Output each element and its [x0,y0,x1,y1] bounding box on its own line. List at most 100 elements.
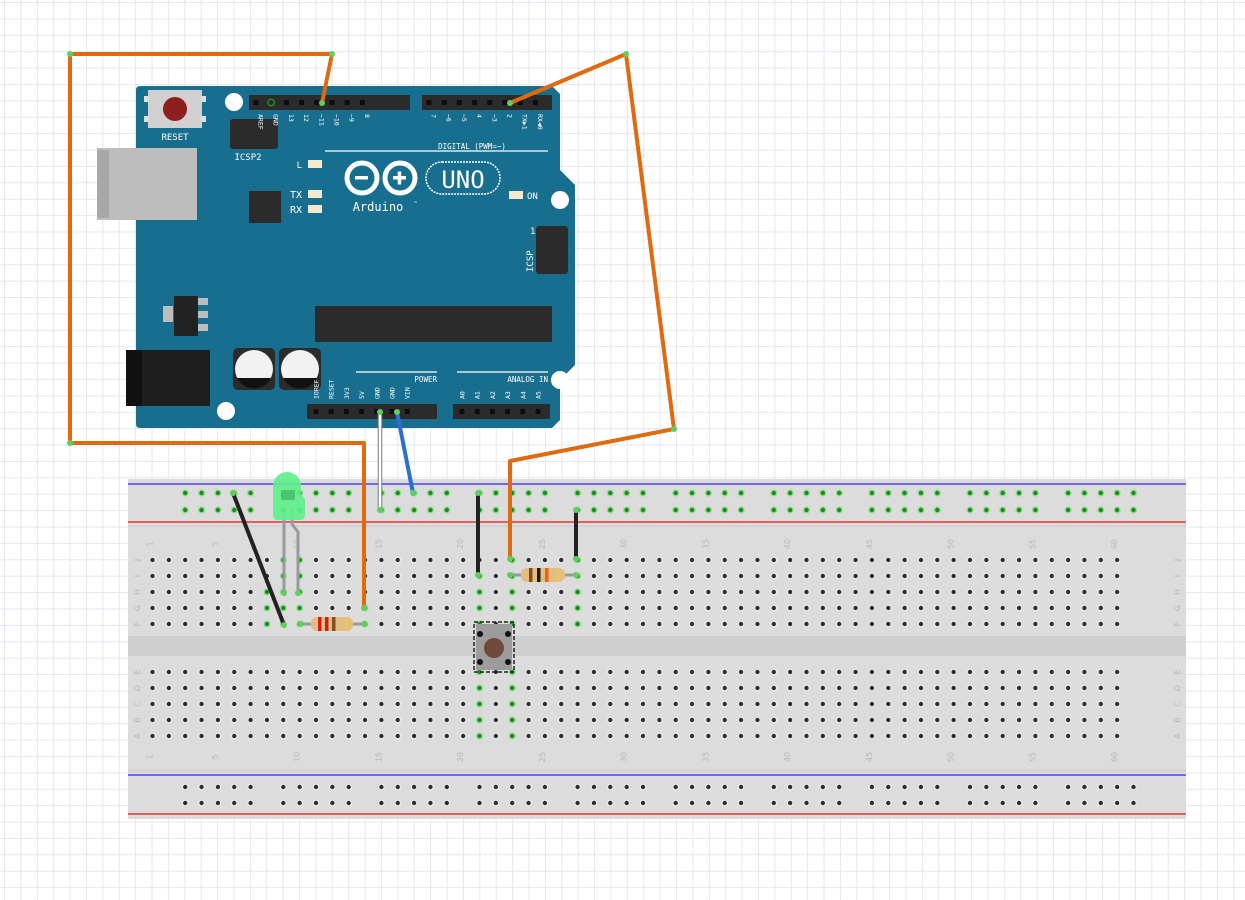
breadboard-hole[interactable] [459,668,467,676]
breadboard-hole[interactable] [1032,684,1039,692]
breadboard-hole[interactable] [247,620,254,628]
breadboard-hole[interactable] [754,732,761,740]
breadboard-hole[interactable] [296,684,303,692]
breadboard-hole[interactable] [1032,700,1039,708]
breadboard-hole[interactable] [378,556,385,564]
breadboard-hole[interactable] [885,668,892,676]
breadboard-hole[interactable] [198,700,205,708]
breadboard-hole[interactable] [1081,572,1088,580]
breadboard-hole[interactable] [623,572,630,580]
breadboard-hole[interactable] [836,604,843,612]
power-rail-hole[interactable] [231,783,238,791]
breadboard-hole[interactable] [623,588,630,596]
breadboard-hole[interactable] [182,588,189,596]
breadboard-hole[interactable] [754,604,761,612]
breadboard-hole[interactable] [754,556,761,564]
breadboard-hole[interactable] [165,588,173,596]
power-rail-hole[interactable] [721,783,728,791]
breadboard-hole[interactable] [770,716,777,724]
breadboard-hole[interactable] [590,620,598,628]
breadboard-hole[interactable] [786,668,794,676]
breadboard-hole[interactable] [950,572,957,580]
breadboard-hole[interactable] [231,604,238,612]
wire-endpoint[interactable] [281,590,287,596]
header-pin[interactable] [374,409,380,414]
breadboard-hole[interactable] [705,732,712,740]
breadboard-hole[interactable] [737,684,745,692]
breadboard-hole[interactable] [558,556,565,564]
header-pin[interactable] [359,100,365,105]
breadboard-hole[interactable] [999,732,1006,740]
power-rail-hole[interactable] [982,506,990,514]
breadboard-hole[interactable] [852,732,859,740]
breadboard-hole[interactable] [803,572,810,580]
breadboard-hole[interactable] [917,684,925,692]
breadboard-hole[interactable] [165,732,173,740]
breadboard-hole[interactable] [459,604,467,612]
breadboard-hole[interactable] [459,716,467,724]
power-rail-hole[interactable] [688,799,696,807]
breadboard-hole[interactable] [672,716,679,724]
breadboard-hole[interactable] [705,716,712,724]
power-rail-hole[interactable] [983,799,990,807]
breadboard-hole[interactable] [1113,700,1121,708]
power-rail-hole[interactable] [345,506,353,514]
breadboard-hole[interactable] [836,684,843,692]
breadboard-hole[interactable] [656,668,663,676]
breadboard-hole[interactable] [1032,732,1039,740]
power-rail-hole[interactable] [623,783,630,791]
breadboard-hole[interactable] [705,588,712,596]
power-rail-hole[interactable] [1015,489,1023,497]
breadboard-hole[interactable] [1113,604,1121,612]
breadboard-hole[interactable] [966,684,974,692]
breadboard-hole[interactable] [165,620,173,628]
breadboard-hole[interactable] [639,572,647,580]
breadboard-hole[interactable] [345,572,352,580]
breadboard-hole[interactable] [737,572,745,580]
breadboard-hole[interactable] [475,684,484,692]
breadboard-hole[interactable] [198,668,205,676]
breadboard-hole[interactable] [885,620,892,628]
breadboard-hole[interactable] [999,572,1006,580]
power-rail-hole[interactable] [410,506,418,514]
breadboard-hole[interactable] [672,732,679,740]
breadboard-hole[interactable] [786,604,794,612]
breadboard-hole[interactable] [1032,588,1039,596]
breadboard-hole[interactable] [852,716,859,724]
breadboard-hole[interactable] [475,732,484,740]
breadboard-hole[interactable] [966,732,974,740]
breadboard-hole[interactable] [443,604,450,612]
breadboard-hole[interactable] [475,604,484,612]
breadboard-hole[interactable] [917,572,925,580]
power-rail-hole[interactable] [394,489,402,497]
breadboard-hole[interactable] [394,668,401,676]
breadboard-hole[interactable] [394,604,401,612]
power-rail-hole[interactable] [606,489,614,497]
breadboard-hole[interactable] [934,668,941,676]
header-pin[interactable] [456,100,462,105]
breadboard-hole[interactable] [410,684,418,692]
breadboard-hole[interactable] [459,588,467,596]
breadboard-hole[interactable] [819,684,827,692]
breadboard-hole[interactable] [836,588,843,596]
power-rail-hole[interactable] [819,783,827,791]
breadboard-hole[interactable] [737,588,745,596]
breadboard-hole[interactable] [1113,732,1121,740]
power-rail-hole[interactable] [819,489,827,497]
breadboard-hole[interactable] [329,588,336,596]
breadboard-hole[interactable] [607,684,614,692]
power-rail-hole[interactable] [786,783,794,791]
power-rail-hole[interactable] [672,489,680,497]
breadboard-hole[interactable] [803,700,810,708]
power-rail-hole[interactable] [181,489,189,497]
breadboard-hole[interactable] [836,620,843,628]
breadboard-hole[interactable] [852,700,859,708]
breadboard-hole[interactable] [508,716,516,724]
power-rail-hole[interactable] [198,799,205,807]
power-rail-hole[interactable] [917,489,925,497]
breadboard-hole[interactable] [1048,668,1055,676]
wire-endpoint[interactable] [361,621,367,627]
breadboard-hole[interactable] [590,716,598,724]
breadboard-hole[interactable] [345,604,352,612]
power-rail-hole[interactable] [574,799,581,807]
